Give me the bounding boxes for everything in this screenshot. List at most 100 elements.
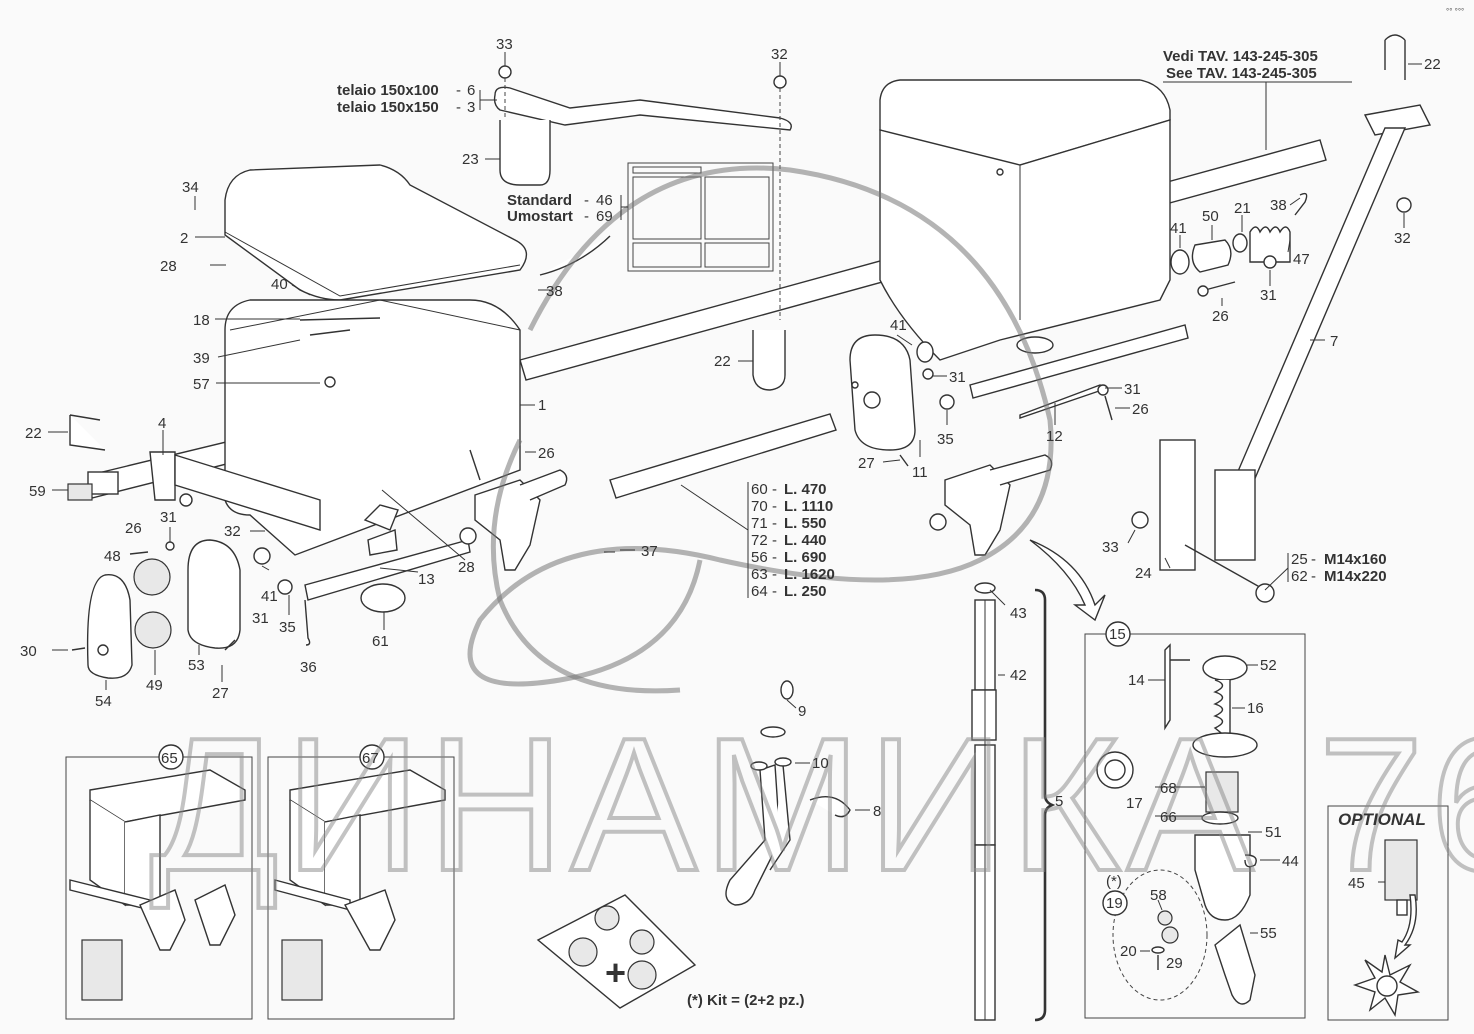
part-label: 43 [1010,605,1027,622]
part-label: 61 [372,633,389,650]
svg-text:L. 550: L. 550 [784,515,827,532]
part-label: 15 [1109,626,1126,643]
part-label: 57 [193,376,210,393]
nut-32c [1396,197,1412,213]
part-label: 2 [180,230,188,247]
nut-33b [1131,511,1149,529]
part-label: 37 [641,543,658,560]
nut-61 [360,583,406,613]
part-label: 41 [261,588,278,605]
svg-text:Umostart: Umostart [507,208,573,225]
part-label: 26 [1212,308,1229,325]
corner-mark: °° °°° [1446,7,1464,16]
part-label: 23 [462,151,479,168]
part-label: 26 [125,520,142,537]
lever-group [725,680,851,906]
u-bolt-22-mid [752,330,786,391]
svg-text:72: 72 [751,532,768,549]
part-label: 38 [546,283,563,300]
svg-text:-: - [772,549,777,566]
part-label: 16 [1247,700,1264,717]
gear-49 [134,611,172,649]
part-label: 51 [1265,824,1282,841]
part-label: 27 [212,685,229,702]
gear-48 [133,558,171,596]
part-label: 19 [1106,895,1123,912]
variant-box-65 [65,744,253,1020]
u-bolt-22-top [1384,34,1406,80]
part-label: 27 [858,455,875,472]
svg-text:71: 71 [751,515,768,532]
spring-16 [1213,679,1231,742]
part-label: 31 [949,369,966,386]
knob-52 [1202,655,1248,681]
shaft-bar-60 [609,413,837,499]
callout-see-tav: Vedi TAV. 143-245-305 See TAV. 143-245-3… [1163,48,1318,82]
dispenser-51 [1194,834,1251,921]
part-label: 34 [182,179,199,196]
left-hopper [224,164,528,556]
part-label: 10 [812,755,829,772]
kit-bag: + [536,894,697,1009]
clamp-24 [1159,439,1196,571]
rotor-67 [281,939,323,1001]
bracket-telaio [493,34,1406,391]
part-label: 67 [362,750,379,767]
part-label: 33 [496,36,513,53]
part-label: 1 [538,397,546,414]
length-row: 72 - L. 440 [751,532,827,549]
svg-text:62: 62 [1291,568,1308,585]
part-label: 5 [1055,793,1063,810]
left-hopper-body [224,299,521,556]
part-label: 47 [1293,251,1310,268]
part-label: 41 [1170,220,1187,237]
part-label: 18 [193,312,210,329]
svg-text:-: - [772,498,777,515]
left-gearbox-group [67,414,406,679]
part-label: 35 [279,619,296,636]
part-label: 22 [25,425,42,442]
svg-text:-: - [584,208,589,225]
part-label: 7 [1330,333,1338,350]
brace-5 [1034,588,1056,1022]
part-label: 36 [300,659,317,676]
gearbox-center [849,334,1113,467]
svg-text:telaio 150x150: telaio 150x150 [337,99,439,116]
svg-text:-: - [1311,568,1316,585]
part-label: 58 [1150,887,1167,904]
length-row: 70 - L. 1110 [751,498,833,515]
part-label: 55 [1260,925,1277,942]
part-label: 35 [937,431,954,448]
watermark-text: ДИНАМИКА 76 [150,699,1474,911]
part-label: 52 [1260,657,1277,674]
svg-text:69: 69 [596,208,613,225]
svg-text:-: - [1311,551,1316,568]
chute-55 [1214,923,1256,1005]
svg-text:L. 1620: L. 1620 [784,566,835,583]
part-label: 30 [20,643,37,660]
svg-text:-: - [584,192,589,209]
callout-standard: Standard - 46 Umostart - 69 [507,192,613,225]
watermark: ДИНАМИКА 76 [148,165,1474,913]
part-label: 20 [1120,943,1137,960]
rotor-45 [1384,839,1418,901]
part-label: 59 [29,483,46,500]
part-label: 41 [890,317,907,334]
part-label: 33 [1102,539,1119,556]
svg-text:3: 3 [467,99,475,116]
part-label: 45 [1348,875,1365,892]
svg-text:25: 25 [1291,551,1308,568]
svg-text:-: - [772,566,777,583]
kit-note: (*) Kit = (2+2 pz.) [687,992,805,1009]
ring-9 [760,726,786,738]
svg-text:See TAV. 143-245-305: See TAV. 143-245-305 [1166,65,1317,82]
length-row: 56 - L. 690 [751,549,827,566]
dispenser-right [929,454,1053,556]
pin-8 [809,796,851,818]
part-label: 11 [912,464,928,481]
part-label: 54 [95,693,112,710]
part-label: 12 [1046,428,1063,445]
variant-box-67 [267,744,455,1020]
part-label: 14 [1128,672,1145,689]
